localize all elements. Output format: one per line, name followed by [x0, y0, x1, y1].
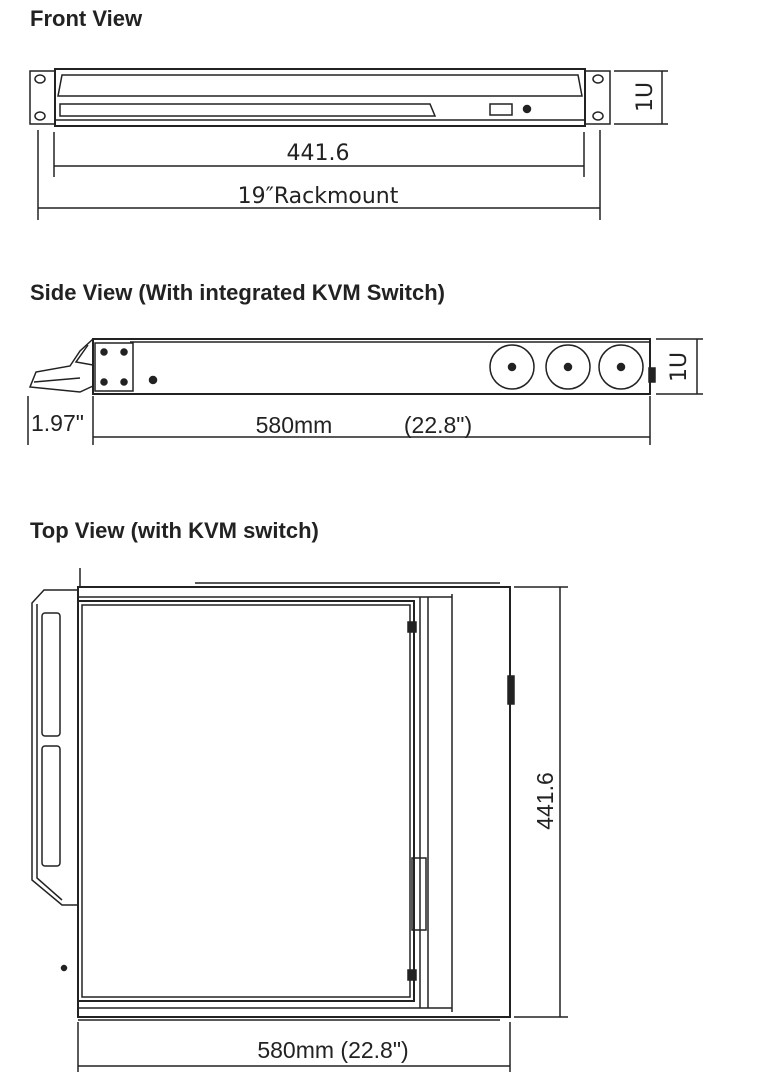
front-power-button-icon	[522, 104, 532, 114]
side-height-label: 1U	[667, 352, 692, 382]
top-handle-slot-lower	[41, 745, 61, 867]
top-hinge-top	[407, 621, 417, 633]
side-front-handle	[28, 338, 94, 393]
front-view-title: Front View	[30, 6, 143, 31]
side-depth-label: 580mm	[256, 412, 333, 438]
side-chassis	[92, 338, 651, 395]
top-handle-frame	[31, 589, 78, 906]
side-rear-fan-3-hub	[616, 362, 626, 372]
side-depth-inch-label: (22.8")	[404, 412, 472, 438]
top-rear-connector	[507, 675, 515, 705]
front-width-label: 441.6	[287, 141, 350, 166]
side-handle-label: 1.97"	[31, 410, 84, 436]
side-rear-connector	[648, 367, 656, 383]
front-height-label: 1U	[633, 82, 658, 112]
front-left-ear-hole-top	[34, 74, 46, 84]
front-right-rack-ear	[584, 70, 611, 125]
front-right-ear-hole-top	[592, 74, 604, 84]
top-handle-frame-inner	[36, 604, 63, 901]
side-rear-fan-3	[598, 344, 644, 390]
side-mount-bracket	[94, 342, 134, 392]
top-chassis-outline	[77, 586, 511, 1018]
top-handle-screw	[60, 964, 68, 972]
top-lcd-panel-inner	[81, 604, 411, 998]
side-handle-grip	[33, 377, 81, 383]
front-left-rack-ear	[29, 70, 56, 125]
side-screw	[148, 375, 158, 385]
top-view: 441.6 580mm (22.8")	[31, 568, 568, 1072]
side-rear-fan-2	[545, 344, 591, 390]
front-panel-led	[489, 103, 513, 116]
top-lcd-panel	[77, 600, 415, 1002]
side-rear-fan-1-hub	[507, 362, 517, 372]
side-rear-fan-1	[489, 344, 535, 390]
front-rack-label: 19″Rackmount	[238, 184, 399, 209]
front-drawer-handle	[59, 103, 437, 117]
side-handle-inner	[74, 344, 94, 366]
top-handle-slot-upper	[41, 612, 61, 737]
side-view-title: Side View (With integrated KVM Switch)	[30, 280, 445, 305]
front-right-ear-hole-bottom	[592, 111, 604, 121]
front-top-bevel	[57, 74, 583, 97]
side-view: 1.97" 580mm (22.8") 1U	[27, 338, 703, 445]
top-latch	[411, 857, 427, 931]
side-bracket-hole-4	[120, 378, 128, 386]
top-hinge-bottom	[407, 969, 417, 981]
side-bracket-hole-2	[120, 348, 128, 356]
side-rear-fan-2-hub	[563, 362, 573, 372]
side-bracket-hole-1	[100, 348, 108, 356]
side-bracket-hole-3	[100, 378, 108, 386]
front-left-ear-hole-bottom	[34, 111, 46, 121]
top-width-label: 441.6	[532, 772, 558, 830]
top-depth-label: 580mm (22.8")	[257, 1037, 408, 1063]
front-chassis	[54, 68, 586, 127]
top-view-title: Top View (with KVM switch)	[30, 518, 319, 543]
front-view: 441.6 19″Rackmount 1U	[29, 68, 668, 220]
